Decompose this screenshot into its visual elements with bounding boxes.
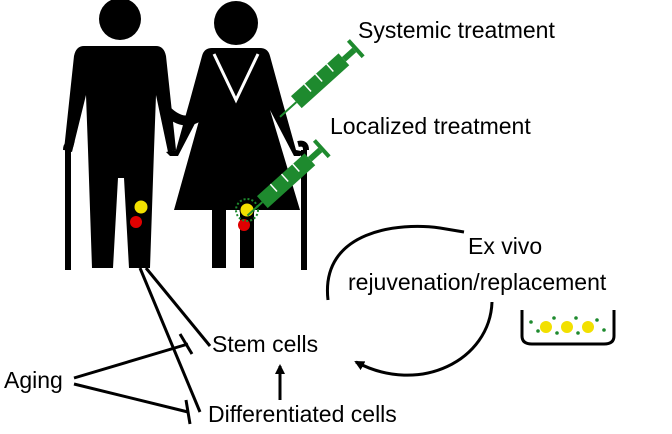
elderly-woman-icon <box>166 1 306 268</box>
localized-treatment-halo <box>235 198 259 222</box>
elderly-man-icon <box>64 0 176 268</box>
differentiated-cell-man <box>130 216 142 228</box>
culture-dish-icon <box>520 310 616 346</box>
rejuvenation-replacement-label: rejuvenation/replacement <box>348 269 607 295</box>
ex-vivo-cycle-arrow <box>326 224 494 377</box>
aging-label: Aging <box>4 367 63 393</box>
syringe-icon <box>246 139 331 217</box>
stem-cells-label: Stem cells <box>212 331 318 357</box>
systemic-treatment-label: Systemic treatment <box>358 17 555 43</box>
syringe-icon <box>279 39 365 118</box>
ex-vivo-label: Ex vivo <box>468 233 542 259</box>
aging-inhibition-lines <box>73 333 194 425</box>
linked-arms <box>162 106 208 126</box>
localized-treatment-label: Localized treatment <box>330 113 531 139</box>
stem-cell-man <box>133 199 149 215</box>
leg-inhibition-lines <box>138 267 212 413</box>
collar-detail <box>212 53 260 104</box>
differentiated-cells-label: Differentiated cells <box>208 401 397 427</box>
walking-cane-icon <box>63 140 75 270</box>
